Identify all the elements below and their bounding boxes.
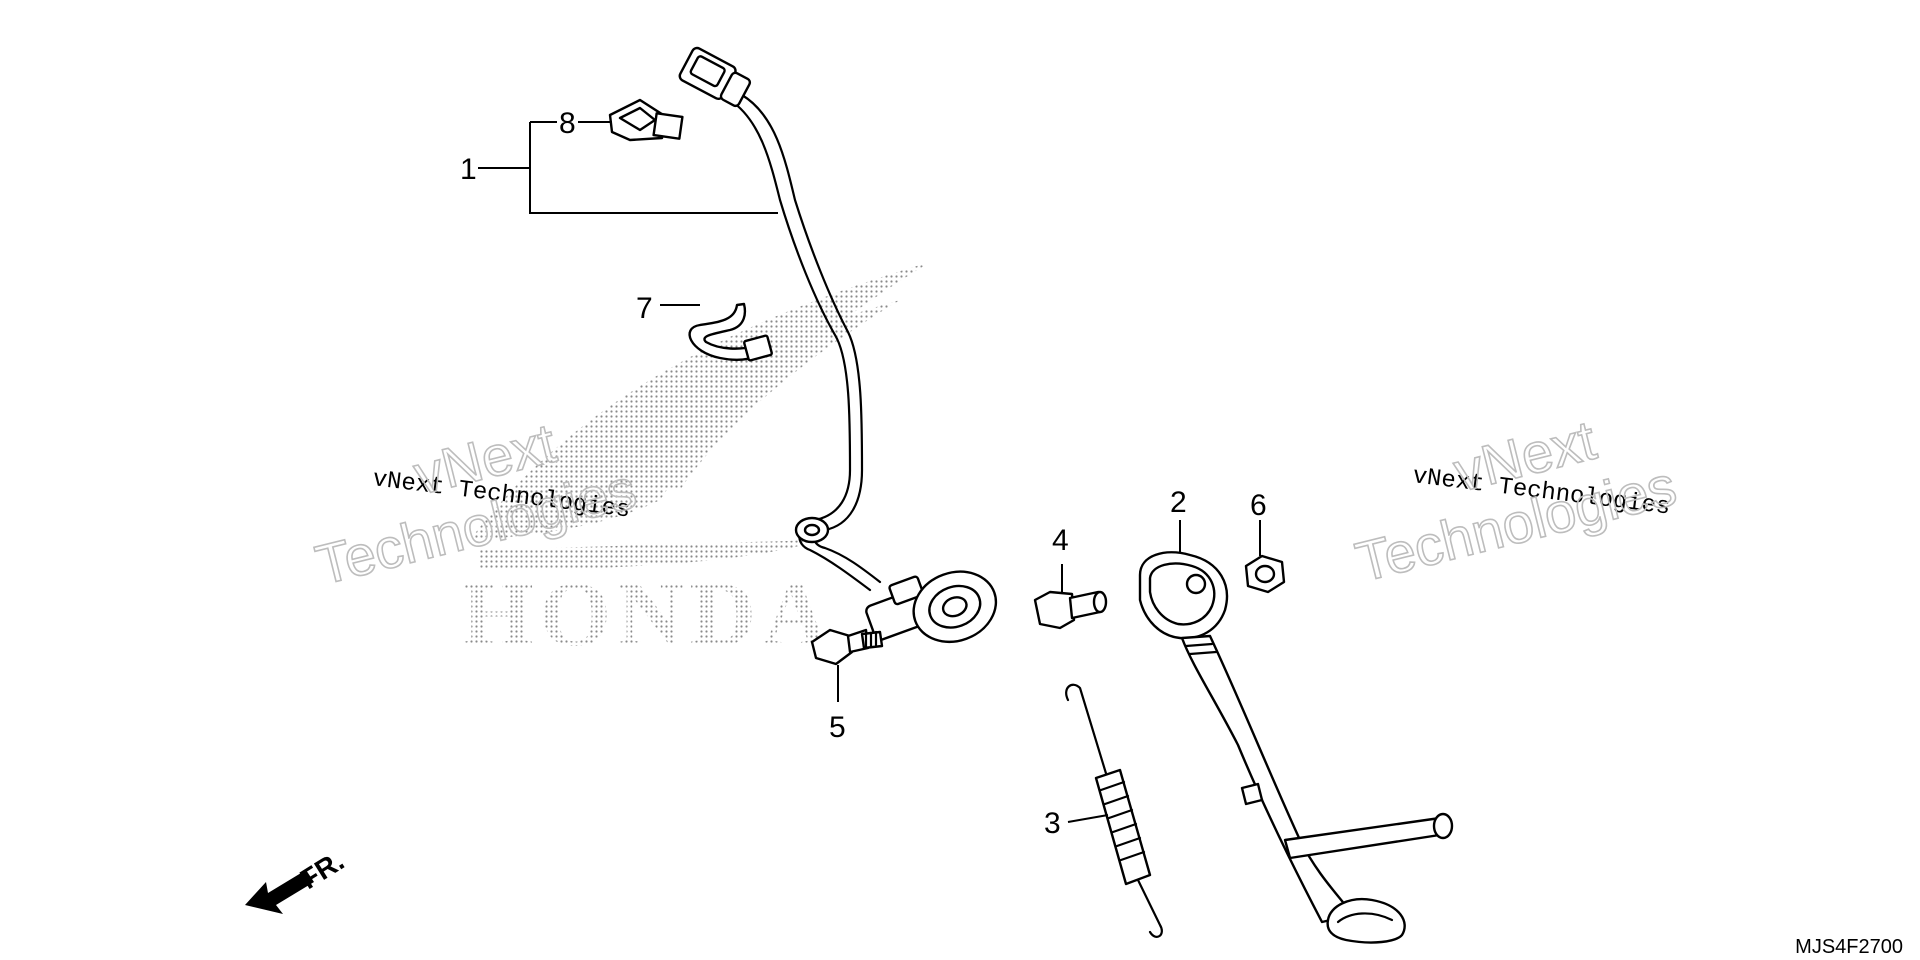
side-stand-icon bbox=[1138, 551, 1454, 944]
front-direction-arrow-icon bbox=[245, 870, 314, 914]
flange-bolt-icon bbox=[810, 628, 884, 666]
band-clamp-icon bbox=[688, 302, 773, 362]
part-number-8: 8 bbox=[559, 107, 576, 140]
drawing-code: MJS4F2700 bbox=[1795, 936, 1903, 958]
part-number-5: 5 bbox=[829, 711, 846, 744]
part-number-1: 1 bbox=[460, 153, 477, 186]
part-number-7: 7 bbox=[636, 292, 653, 325]
part-number-labels: 1 2 3 4 5 6 7 8 bbox=[460, 107, 1267, 840]
spring-icon bbox=[1065, 683, 1163, 938]
part-number-3: 3 bbox=[1044, 807, 1061, 840]
part-number-4: 4 bbox=[1052, 524, 1069, 557]
brand-mark: HONDA bbox=[462, 563, 834, 665]
pivot-bolt-icon bbox=[1033, 590, 1108, 630]
part-number-6: 6 bbox=[1250, 489, 1267, 522]
part-number-2: 2 bbox=[1170, 486, 1187, 519]
brand-wing-logo bbox=[470, 262, 930, 570]
callout-lines bbox=[478, 121, 1261, 823]
wire-harness-icon bbox=[678, 46, 998, 643]
lock-nut-icon bbox=[1244, 554, 1286, 594]
connector-clip-icon bbox=[608, 98, 684, 142]
watermark-right: vNext Technologies vNext Technologies bbox=[1349, 407, 1683, 594]
